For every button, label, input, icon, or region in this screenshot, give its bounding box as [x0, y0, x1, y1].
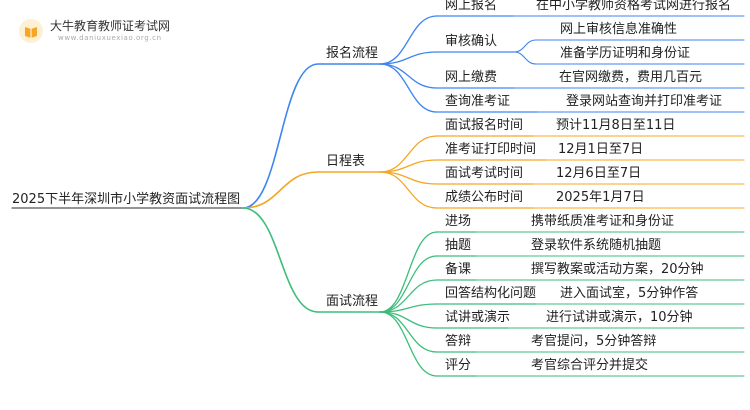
connector-line [379, 63, 438, 113]
leaf-note: 准备学历证明和身份证 [560, 46, 691, 61]
connector-line [513, 39, 537, 53]
leaf-note: 2025年1月7日 [556, 190, 645, 205]
brand-url: www.daniuxuexiao.org.cn [58, 34, 162, 42]
connector-line [379, 231, 438, 313]
subtopic: 网上报名 [445, 0, 498, 13]
leaf-note: 网上审核信息准确性 [560, 22, 678, 37]
subtopic: 准考证打印时间 [445, 142, 537, 157]
subtopic: 备课 [445, 262, 472, 277]
subtopic: 面试考试时间 [445, 166, 524, 181]
connector-line [379, 311, 438, 377]
connector-line [242, 171, 319, 209]
subtopic: 面试报名时间 [445, 118, 524, 133]
leaf-note: 12月6日至7日 [556, 166, 642, 181]
subtopic: 抽题 [445, 238, 472, 253]
connector-line [379, 51, 438, 65]
subtopic: 审核确认 [445, 34, 498, 49]
connector-line [379, 255, 438, 313]
branch-topic: 日程表 [326, 154, 366, 169]
subtopic: 网上缴费 [445, 70, 498, 85]
leaf-note: 进行试讲或演示，10分钟 [546, 310, 693, 325]
connector-line [242, 63, 319, 209]
leaf-note: 12月1日至7日 [558, 142, 644, 157]
book-logo-icon [18, 18, 44, 44]
leaf-note: 撰写教案或活动方案，20分钟 [531, 262, 704, 277]
subtopic: 查询准考证 [445, 94, 511, 109]
connector-line [379, 135, 438, 173]
leaf-note: 考官综合评分并提交 [531, 358, 649, 373]
subtopic: 答辩 [445, 334, 472, 349]
leaf-note: 在官网缴费，费用几百元 [559, 70, 703, 85]
leaf-note: 预计11月8日至11日 [556, 118, 676, 133]
brand-title: 大牛教育教师证考试网 [50, 19, 171, 33]
branch-topic: 面试流程 [326, 294, 379, 309]
connector-line [379, 63, 438, 89]
connector-line [379, 171, 438, 209]
leaf-note: 登录网站查询并打印准考证 [566, 94, 723, 109]
connector-line [242, 207, 319, 313]
connector-line [513, 51, 537, 65]
leaf-note: 进入面试室，5分钟作答 [560, 286, 699, 301]
branch-topic: 报名流程 [326, 46, 379, 61]
subtopic: 成绩公布时间 [445, 190, 524, 205]
connector-line [379, 15, 438, 65]
connector-line [379, 311, 438, 353]
leaf-note: 登录软件系统随机抽题 [531, 238, 662, 253]
subtopic: 评分 [445, 358, 472, 373]
leaf-note: 在中小学教师资格考试网进行报名 [536, 0, 732, 13]
root-topic: 2025下半年深圳市小学教资面试流程图 [12, 192, 241, 207]
leaf-note: 携带纸质准考证和身份证 [531, 214, 675, 229]
leaf-note: 考官提问，5分钟答辩 [531, 334, 657, 349]
subtopic: 回答结构化问题 [445, 286, 537, 301]
subtopic: 试讲或演示 [445, 310, 511, 325]
subtopic: 进场 [445, 214, 472, 229]
